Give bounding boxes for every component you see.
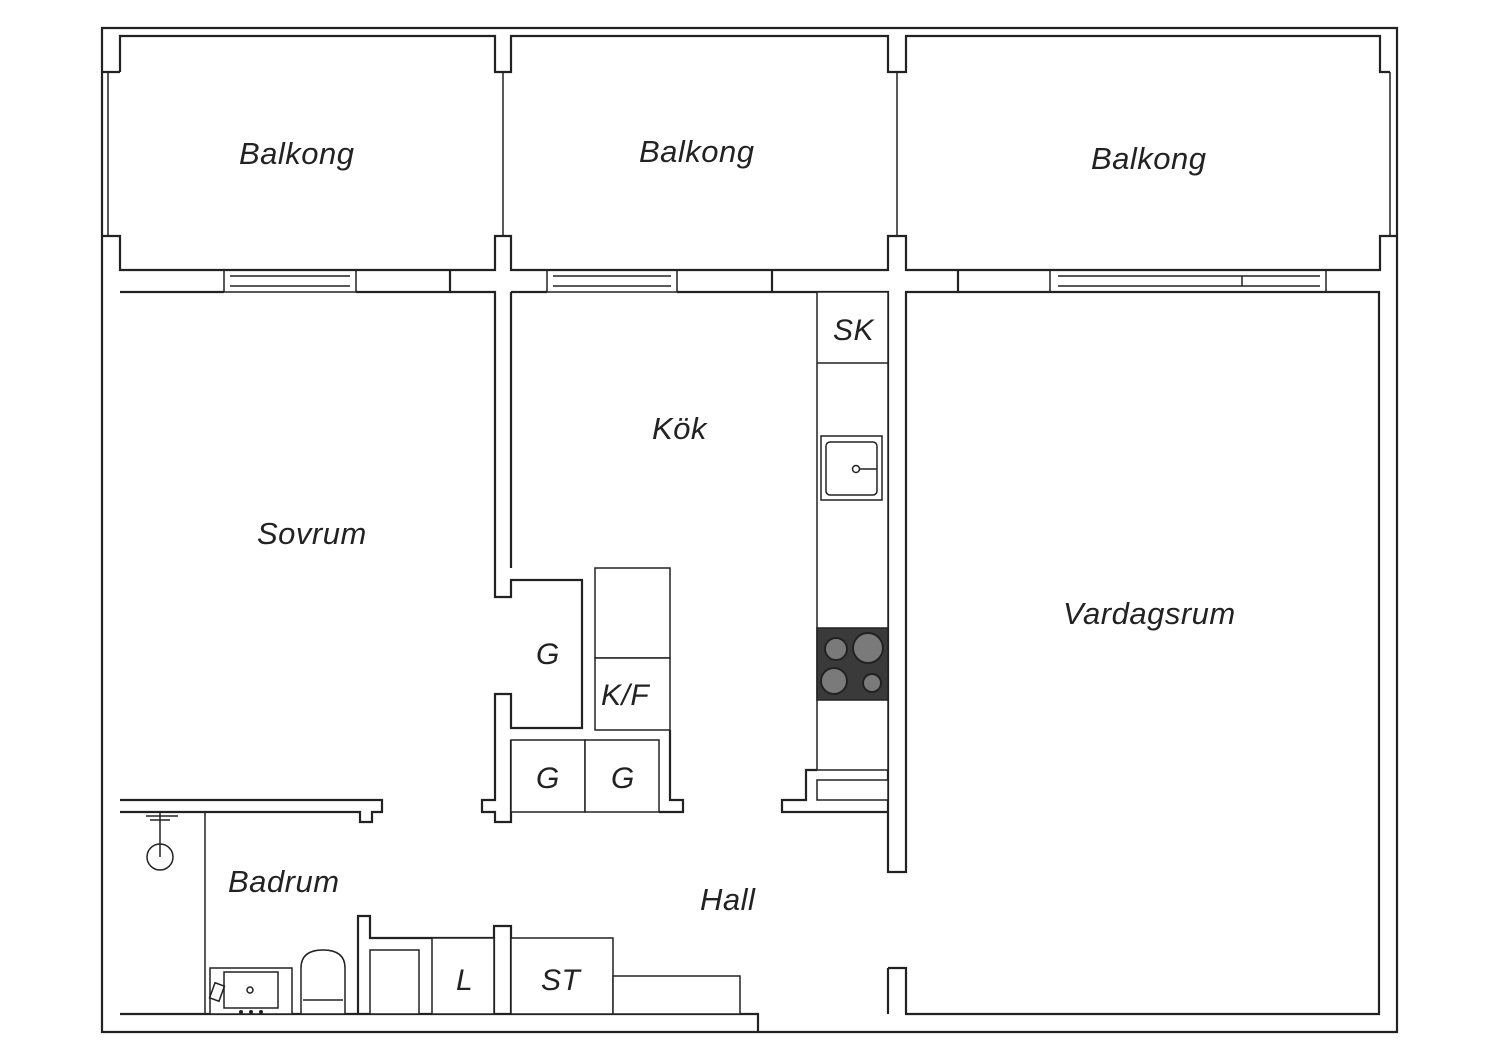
- label-sk: SK: [833, 314, 876, 347]
- label-g-1: G: [536, 638, 560, 671]
- sink-icon: [820, 435, 883, 501]
- window-sovrum: [223, 269, 357, 293]
- washbasin-icon: [208, 967, 293, 1015]
- label-badrum: Badrum: [228, 864, 340, 899]
- bathroom-fixtures: [146, 812, 346, 1015]
- kitchen-cabinets: [510, 567, 685, 814]
- fixture-labels: SK G K/F G G L ST: [456, 314, 876, 997]
- label-balkong-1: Balkong: [239, 136, 355, 171]
- toilet-icon: [300, 949, 346, 1015]
- window-kok: [546, 269, 678, 293]
- label-sovrum: Sovrum: [257, 516, 367, 551]
- shower-icon: [146, 812, 178, 871]
- room-labels: Balkong Balkong Balkong Sovrum Kök Varda…: [228, 134, 1236, 917]
- label-l: L: [456, 964, 473, 997]
- label-g-2: G: [536, 762, 560, 795]
- hall-closets: [369, 937, 741, 1015]
- window-vardagsrum: [1049, 269, 1327, 293]
- label-kok: Kök: [652, 411, 708, 446]
- stove-icon: [816, 627, 889, 701]
- label-balkong-2: Balkong: [639, 134, 755, 169]
- label-hall: Hall: [700, 882, 756, 917]
- balcony-side-wall: [120, 270, 960, 874]
- label-g-3: G: [611, 762, 635, 795]
- kitchen-counter: [816, 291, 889, 801]
- label-balkong-3: Balkong: [1091, 141, 1207, 176]
- label-st: ST: [541, 964, 583, 997]
- label-kf: K/F: [601, 679, 650, 712]
- label-vardagsrum: Vardagsrum: [1063, 596, 1236, 631]
